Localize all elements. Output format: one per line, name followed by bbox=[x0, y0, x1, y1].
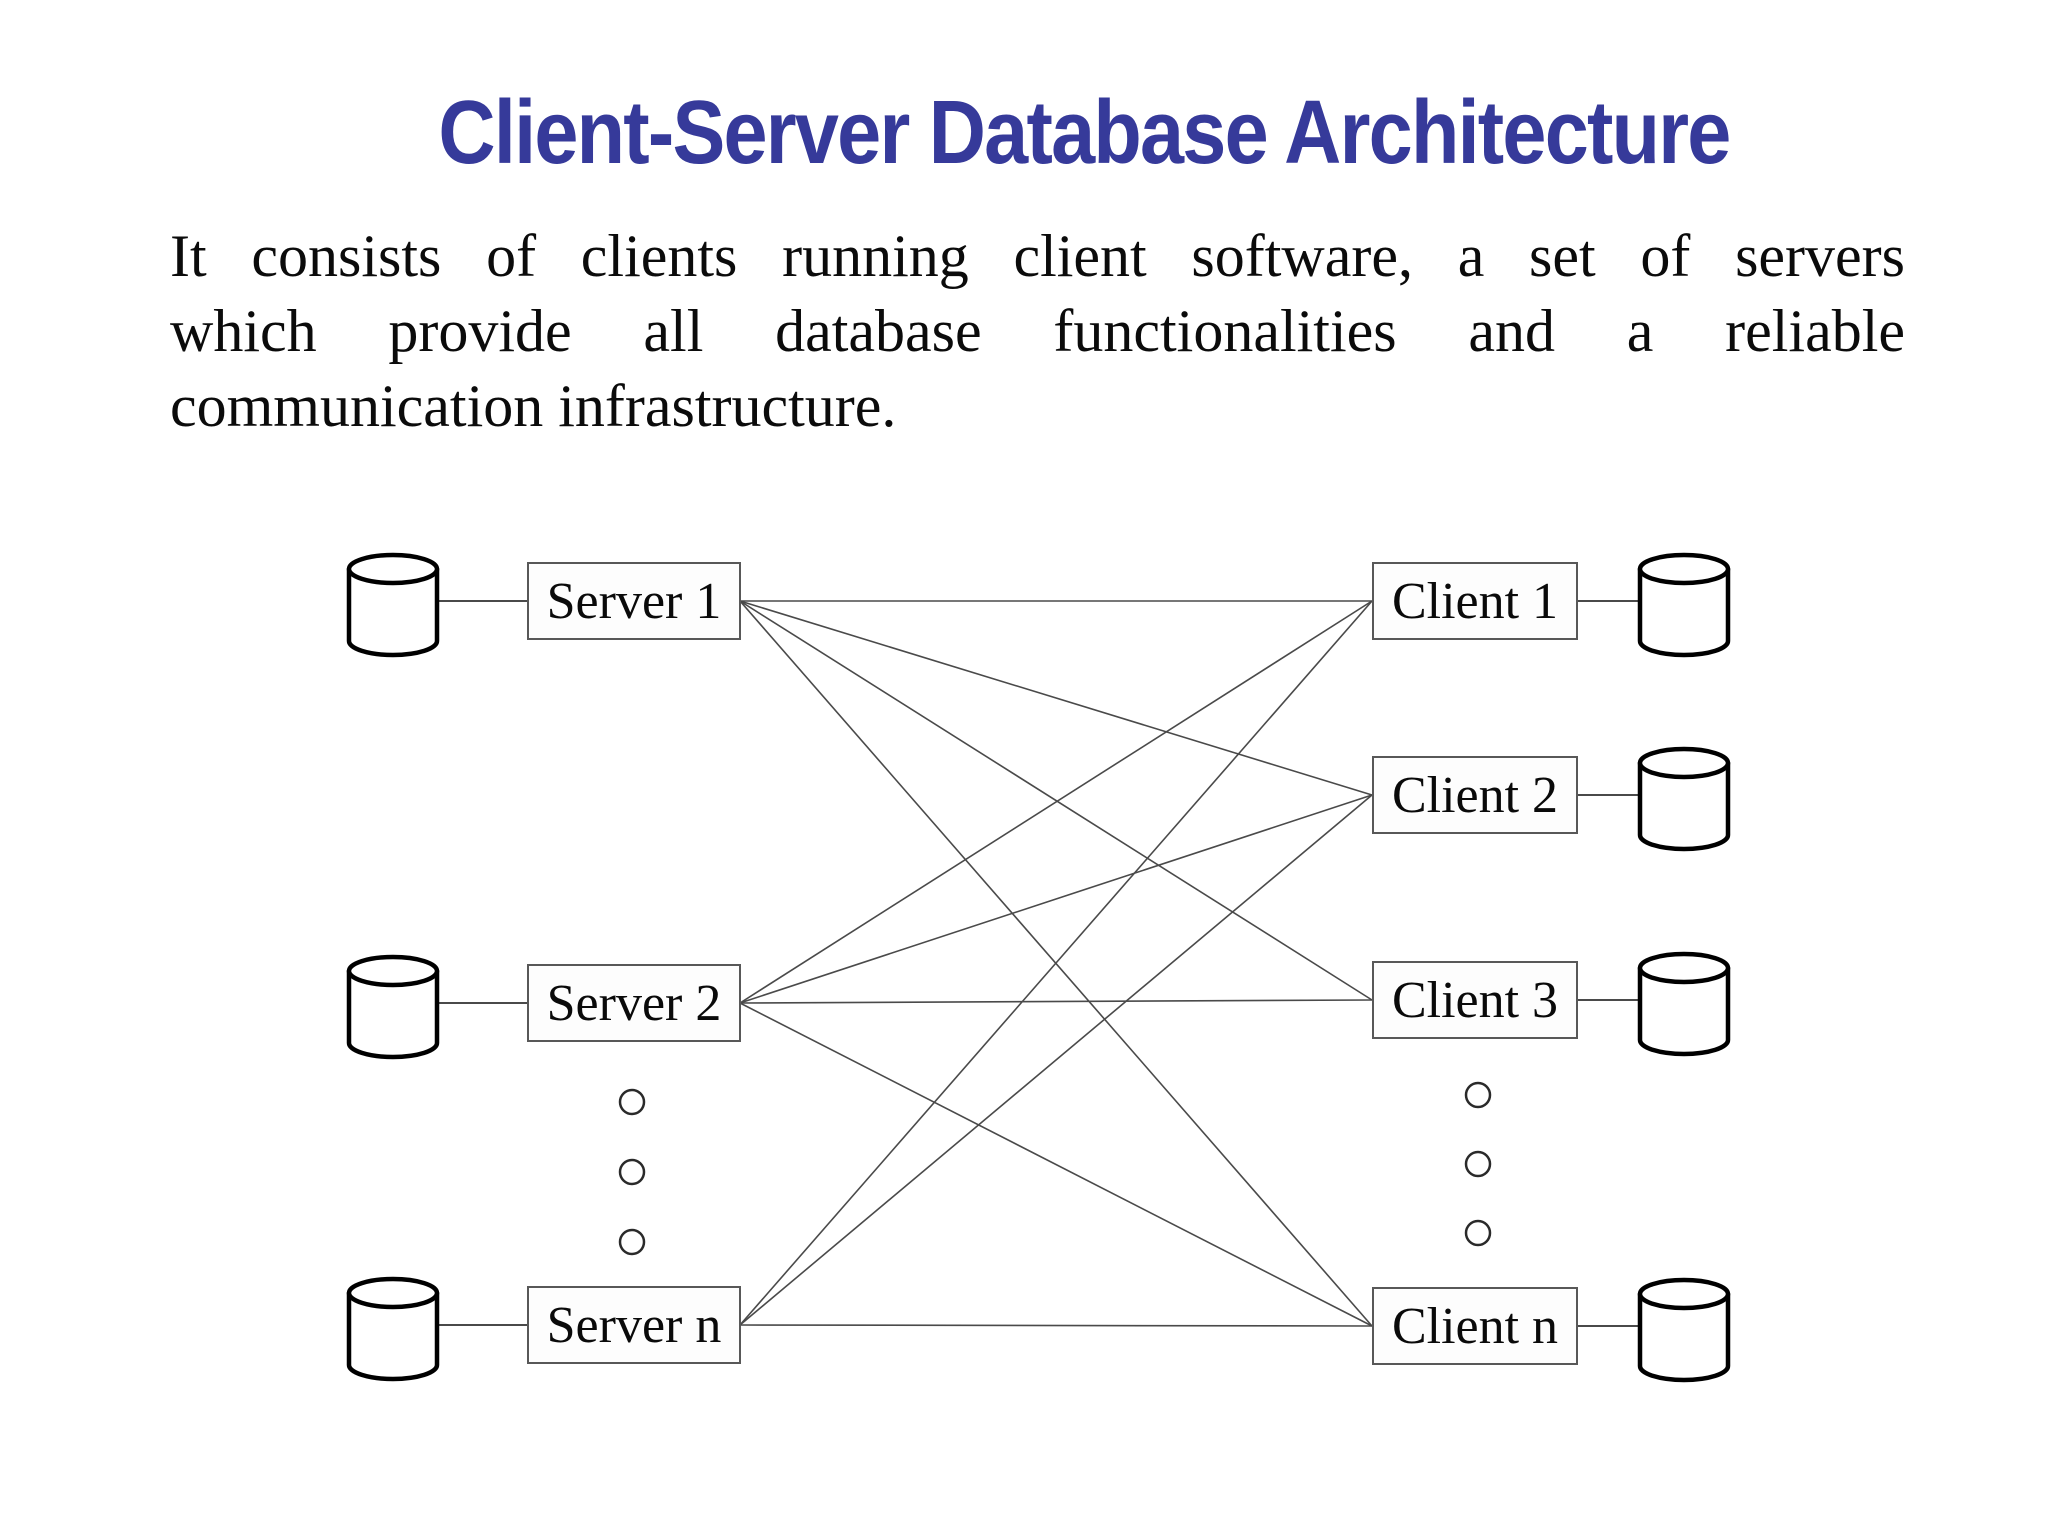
connection-line-server-2-to-client-3 bbox=[739, 999, 1373, 1004]
server-column-ellipsis-dot bbox=[618, 1158, 646, 1186]
connection-line-server-n-to-client-n bbox=[739, 1324, 1373, 1327]
cylinder-body bbox=[1637, 1291, 1731, 1383]
server-2-label: Server 2 bbox=[546, 974, 722, 1032]
server-column-ellipsis-dot bbox=[618, 1088, 646, 1116]
connection-line-server-n-to-client-2 bbox=[739, 794, 1373, 1326]
client-2-label: Client 2 bbox=[1391, 766, 1559, 824]
database-cylinder-icon-client-1 bbox=[1637, 552, 1731, 658]
server-n-box: Server n bbox=[527, 1286, 741, 1364]
server-1-box: Server 1 bbox=[527, 562, 741, 640]
body-text-line-1: It consists of clients running client so… bbox=[170, 223, 1905, 289]
cylinder-body bbox=[346, 1290, 440, 1382]
connection-line-server-n-to-client-1 bbox=[739, 600, 1373, 1326]
cylinder-top bbox=[346, 954, 440, 988]
cylinder-top bbox=[1637, 951, 1731, 985]
database-cylinder-icon-client-3 bbox=[1637, 951, 1731, 1057]
cylinder-body bbox=[1637, 566, 1731, 658]
body-text-line-2: which provide all database functionaliti… bbox=[170, 298, 1905, 364]
client-2-box: Client 2 bbox=[1372, 756, 1578, 834]
database-cylinder-icon-server-2 bbox=[346, 954, 440, 1060]
cylinder-top bbox=[1637, 1277, 1731, 1311]
cylinder-body bbox=[1637, 760, 1731, 852]
slide-body-paragraph: It consists of clients running client so… bbox=[170, 219, 1905, 444]
database-cylinder-icon-client-n bbox=[1637, 1277, 1731, 1383]
cylinder-body bbox=[1637, 965, 1731, 1057]
cylinder-top bbox=[1637, 552, 1731, 586]
client-1-label: Client 1 bbox=[1391, 572, 1559, 630]
database-cylinder-icon-client-2 bbox=[1637, 746, 1731, 852]
slide-title: Client-Server Database Architecture bbox=[438, 83, 1731, 183]
cylinder-top bbox=[1637, 746, 1731, 780]
server-client-connection-lines bbox=[739, 600, 1373, 1327]
client-3-label: Client 3 bbox=[1391, 971, 1559, 1029]
connection-line-server-2-to-client-1 bbox=[739, 600, 1373, 1004]
server-2-box: Server 2 bbox=[527, 964, 741, 1042]
server-column-ellipsis-dot bbox=[618, 1228, 646, 1256]
ellipsis-dots bbox=[618, 1081, 1492, 1256]
client-column-ellipsis-dot bbox=[1464, 1219, 1492, 1247]
client-column-ellipsis-dot bbox=[1464, 1150, 1492, 1178]
database-cylinder-icon-server-1 bbox=[346, 552, 440, 658]
client-n-box: Client n bbox=[1372, 1287, 1578, 1365]
database-cylinder-icon-server-n bbox=[346, 1276, 440, 1382]
cylinder-top bbox=[346, 1276, 440, 1310]
connection-line-server-2-to-client-2 bbox=[739, 794, 1373, 1004]
server-1-label: Server 1 bbox=[546, 572, 722, 630]
server-n-label: Server n bbox=[546, 1296, 722, 1354]
connection-line-server-1-to-client-2 bbox=[739, 600, 1373, 796]
connection-line-server-1-to-client-3 bbox=[739, 600, 1373, 1001]
client-n-label: Client n bbox=[1391, 1297, 1559, 1355]
database-cylinder-icons bbox=[346, 552, 1731, 1383]
client-column-ellipsis-dot bbox=[1464, 1081, 1492, 1109]
cylinder-top bbox=[346, 552, 440, 586]
client-1-box: Client 1 bbox=[1372, 562, 1578, 640]
body-text-line-3: communication infrastructure. bbox=[170, 373, 897, 439]
cylinder-body bbox=[346, 566, 440, 658]
connection-line-server-2-to-client-n bbox=[739, 1002, 1373, 1327]
client-3-box: Client 3 bbox=[1372, 961, 1578, 1039]
database-connector-lines bbox=[437, 600, 1640, 1327]
cylinder-body bbox=[346, 968, 440, 1060]
